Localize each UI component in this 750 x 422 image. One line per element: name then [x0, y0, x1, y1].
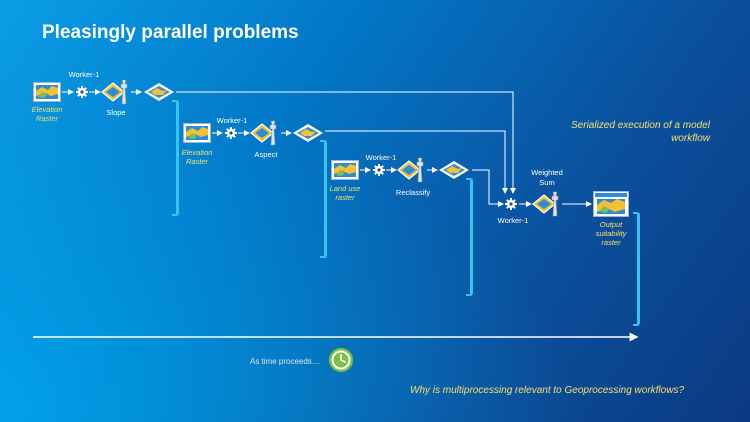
clock-icon [329, 348, 353, 372]
final-tool-label: Weighted Sum [531, 168, 563, 187]
row3-tool-label: Reclassify [395, 188, 431, 197]
tool-icon [101, 79, 128, 105]
row1-input-label: Elevation Raster [31, 105, 63, 123]
raster-icon [183, 123, 211, 143]
tool-icon [397, 157, 424, 183]
row2-input-label: Elevation Raster [181, 148, 213, 166]
output-diamond-icon [293, 124, 323, 142]
final-worker-label: Worker-1 [497, 216, 529, 225]
output-diamond-icon [144, 83, 174, 101]
final-output-label: Output suitability raster [595, 220, 627, 247]
gear-icon [76, 86, 88, 98]
serialized-note: Serialized execution of a model workflow [571, 120, 710, 144]
tool-icon [250, 120, 277, 146]
row2-worker-label: Worker-1 [216, 116, 248, 125]
row2-tool-label: Aspect [254, 150, 278, 159]
row1-bracket [172, 100, 179, 216]
row3-worker-label: Worker-1 [365, 153, 397, 162]
time-label: As time proceeds… [250, 357, 320, 366]
gear-icon [225, 127, 237, 139]
slide-title: Pleasingly parallel problems [42, 22, 299, 43]
row1-worker-label: Worker-1 [68, 70, 100, 79]
row1-tool-label: Slope [106, 108, 126, 117]
gear-icon [505, 198, 517, 210]
final-bracket [633, 212, 640, 326]
gear-icon [373, 164, 385, 176]
row3-input-label: Land use raster [329, 184, 361, 202]
output-raster-icon [593, 191, 629, 217]
row2-bracket [320, 140, 327, 258]
output-diamond-icon [439, 161, 469, 179]
raster-icon [33, 82, 61, 102]
raster-icon [331, 160, 359, 180]
tool-icon [532, 191, 559, 217]
row3-bracket [466, 178, 473, 296]
question-text: Why is multiprocessing relevant to Geopr… [410, 385, 684, 396]
